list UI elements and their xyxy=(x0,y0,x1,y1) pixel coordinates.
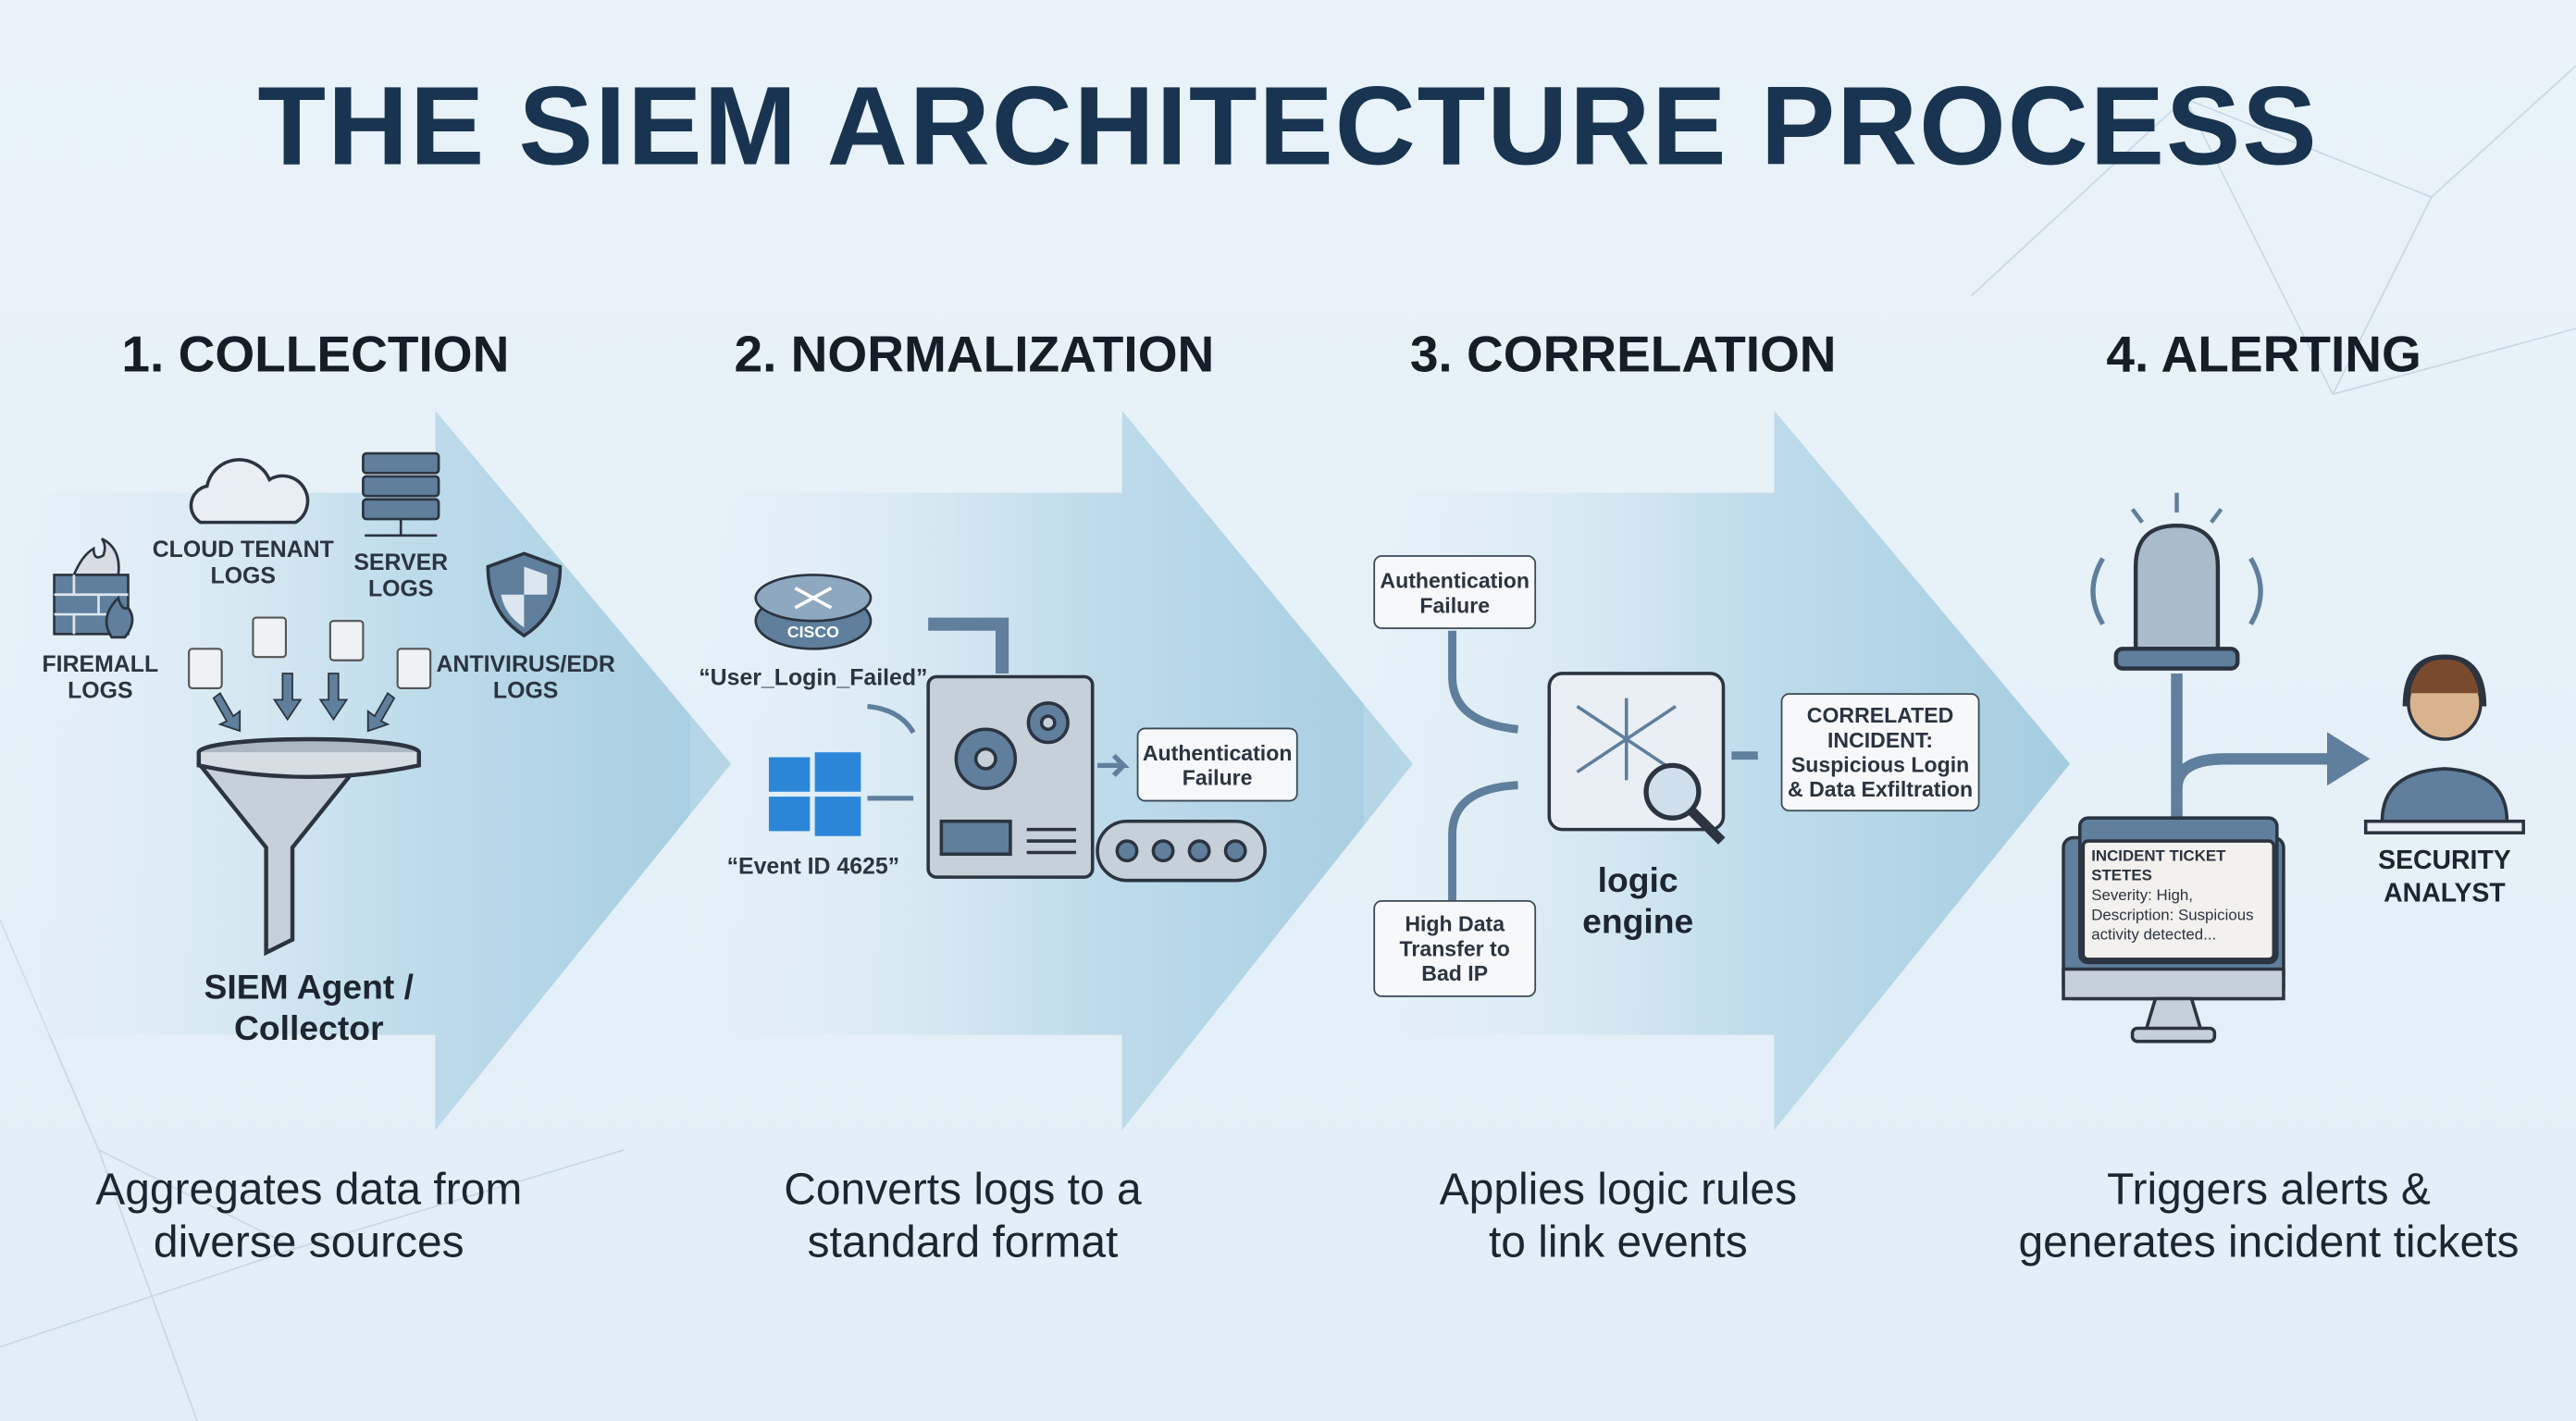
label-line: Bad IP xyxy=(1421,960,1489,986)
ticket-status: STETES xyxy=(2091,867,2152,885)
label-line: Transfer to xyxy=(1399,936,1510,961)
label-line: Authentication xyxy=(1380,567,1530,593)
monitor-icon xyxy=(2062,816,2285,1044)
label-line: INCIDENT: xyxy=(1827,727,1934,753)
down-arrows xyxy=(212,673,396,733)
event-id-label: “Event ID 4625” xyxy=(726,852,900,879)
caption-line: generates incident tickets xyxy=(2018,1217,2520,1267)
output-arrow xyxy=(1097,753,1130,777)
collector-label: SIEM Agent /Collector xyxy=(204,968,414,1050)
normalizer-machine-icon xyxy=(926,617,1267,883)
caption-line: to link events xyxy=(1488,1217,1748,1267)
label-line: Suspicious Login xyxy=(1790,752,1970,777)
label-line: Failure xyxy=(1182,764,1253,790)
security-analyst-label: SECURITY ANALYST xyxy=(2378,846,2511,911)
alert-lines xyxy=(2171,673,2371,822)
label-line: logic xyxy=(1597,862,1678,900)
step-heading-correlation: 3. CORRELATION xyxy=(1409,325,1837,383)
bell-icon xyxy=(2090,492,2263,671)
label-line: LOGS xyxy=(210,562,276,588)
funnel-icon xyxy=(195,736,421,957)
caption-line: Applies logic rules xyxy=(1439,1164,1798,1215)
label-line: engine xyxy=(1582,903,1694,942)
label-line: SIEM Agent / xyxy=(204,969,415,1007)
correlation-arrows xyxy=(1448,630,1758,900)
router-brand-label: CISCO xyxy=(786,624,839,643)
step-heading-normalization: 2. NORMALIZATION xyxy=(734,325,1215,383)
caption-line: Triggers alerts & xyxy=(2107,1164,2431,1215)
ticket-description: Description: Suspicious xyxy=(2091,907,2254,925)
page-title: THE SIEM ARCHITECTURE PROCESS xyxy=(257,64,2319,190)
ticket-title: INCIDENT TICKET xyxy=(2091,847,2226,866)
label-line: High Data xyxy=(1405,911,1505,937)
label-line: CORRELATED xyxy=(1806,702,1954,728)
network-lines xyxy=(0,65,2576,1421)
logic-engine-icon xyxy=(1547,672,1726,845)
cloud-icon xyxy=(189,458,310,525)
router-icon xyxy=(754,574,873,650)
caption-line: diverse sources xyxy=(153,1217,464,1267)
document-icons xyxy=(188,616,432,689)
label-line: SERVER xyxy=(353,549,449,575)
label-line: LOGS xyxy=(492,676,559,703)
label-line: ANTIVIRUS/EDR xyxy=(436,650,615,677)
firewall-icon xyxy=(53,538,134,639)
analyst-icon xyxy=(2363,654,2525,834)
windows-icon xyxy=(768,752,861,836)
label-line: FIREMALL xyxy=(42,650,159,677)
label-line: Failure xyxy=(1419,592,1491,617)
label-line: ANALYST xyxy=(2384,880,2506,908)
shield-icon xyxy=(486,551,563,638)
caption-line: Aggregates data from xyxy=(95,1164,523,1215)
step-heading-collection: 1. COLLECTION xyxy=(121,325,510,383)
label-line: CLOUD TENANT xyxy=(152,535,334,562)
input-arrows xyxy=(867,703,916,801)
label-line: SECURITY xyxy=(2378,847,2511,876)
ticket-description-cont: activity detected... xyxy=(2091,926,2217,945)
caption-line: standard format xyxy=(807,1217,1119,1267)
label-line: LOGS xyxy=(368,575,434,601)
server-icon xyxy=(362,451,440,538)
caption-alerting: Triggers alerts &generates incident tick… xyxy=(2018,1163,2519,1268)
step-heading-alerting: 4. ALERTING xyxy=(2106,325,2421,383)
label-line: LOGS xyxy=(68,676,133,703)
user-login-failed-label: “User_Login_Failed” xyxy=(699,663,928,690)
label-line: Collector xyxy=(233,1009,384,1048)
label-line: & Data Exfiltration xyxy=(1788,776,1974,802)
caption-line: Converts logs to a xyxy=(784,1164,1142,1215)
incident-ticket-text: INCIDENT TICKET STETES Severity: High, D… xyxy=(2091,847,2272,946)
ticket-severity: Severity: High, xyxy=(2091,886,2193,906)
label-line: Authentication xyxy=(1142,739,1293,765)
